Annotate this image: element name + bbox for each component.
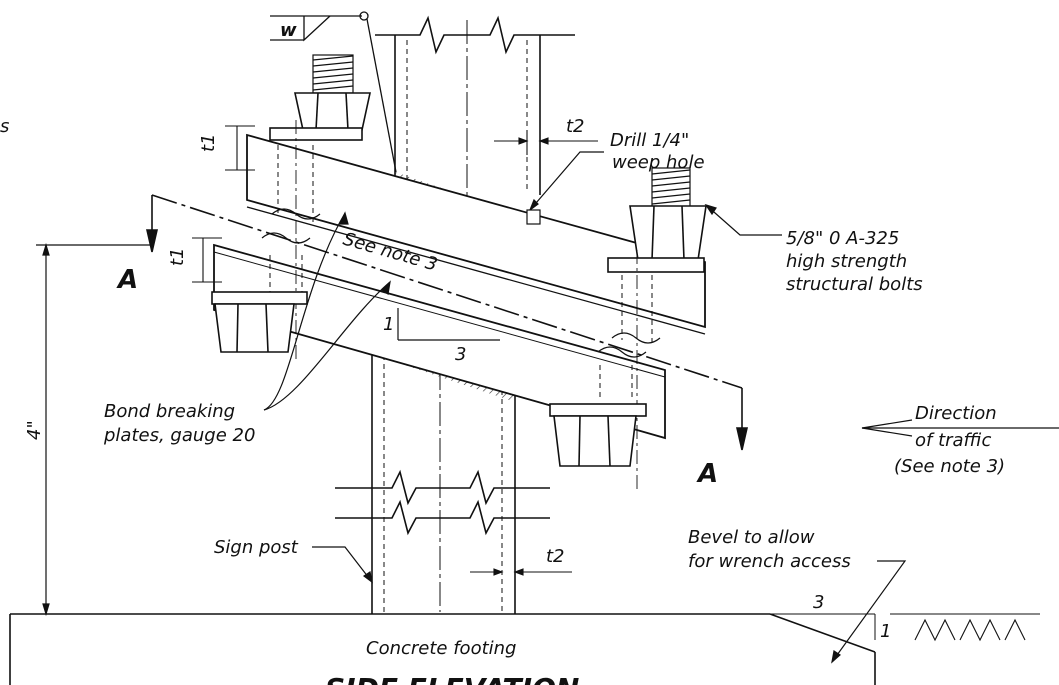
section-cut-line <box>145 194 749 451</box>
ground-symbol <box>890 613 1040 642</box>
bolt-right <box>549 167 707 490</box>
bolt-left <box>211 54 371 360</box>
t2-top-dim <box>494 130 598 155</box>
direction-line2: of traffic <box>915 430 992 451</box>
upper-post <box>375 15 575 200</box>
bolt-spec-line2: high strength <box>786 251 907 272</box>
direction-line1: Direction <box>915 403 997 424</box>
drill-label: Drill 1/4" <box>610 130 689 151</box>
bond-leaders <box>263 211 391 411</box>
height-dim-label: 4" <box>24 420 45 440</box>
slope-rise-label: 1 <box>383 314 394 335</box>
section-a-left: A <box>116 265 138 295</box>
slope-indicator <box>397 308 500 341</box>
bevel-run-label: 3 <box>813 592 824 613</box>
sign-post-label: Sign post <box>214 537 299 558</box>
section-a-right: A <box>696 459 718 489</box>
direction-line3: (See note 3) <box>894 456 1005 477</box>
base-plates <box>213 133 706 440</box>
bolt-spec-line1: 5/8" 0 A-325 <box>786 228 899 249</box>
bevel-line2: for wrench access <box>688 551 851 572</box>
t2-bottom-dim <box>470 568 572 576</box>
t2-bottom-label: t2 <box>546 546 565 567</box>
footing-label: Concrete footing <box>366 638 516 659</box>
bevel-rise-label: 1 <box>880 621 891 642</box>
t2-top-label: t2 <box>566 116 585 137</box>
concrete-footing <box>9 613 876 685</box>
bolt-leader <box>704 203 782 236</box>
traffic-arrow <box>861 419 1059 437</box>
weld-size-label: w <box>280 20 297 41</box>
bevel-leader <box>831 560 907 664</box>
slope-run-label: 3 <box>455 344 466 365</box>
bond-plates-line2: plates, gauge 20 <box>103 425 255 446</box>
sign-post-leader <box>312 546 373 584</box>
thickness-dims <box>192 125 255 283</box>
weld-symbol <box>270 11 397 173</box>
bevel-line1: Bevel to allow <box>688 527 815 548</box>
thickness-label-top: t1 <box>198 133 219 152</box>
edge-fragment-label: s <box>0 116 9 137</box>
height-dim <box>36 242 152 617</box>
bolt-spec-line3: structural bolts <box>786 274 923 295</box>
bond-plates-line1: Bond breaking <box>104 401 235 422</box>
lower-post <box>335 330 550 614</box>
drill-leader <box>526 151 604 225</box>
view-title: SIDE ELEVATION <box>325 672 579 685</box>
thickness-label-left: t1 <box>167 247 188 266</box>
weep-hole-label: weep hole <box>612 152 705 173</box>
